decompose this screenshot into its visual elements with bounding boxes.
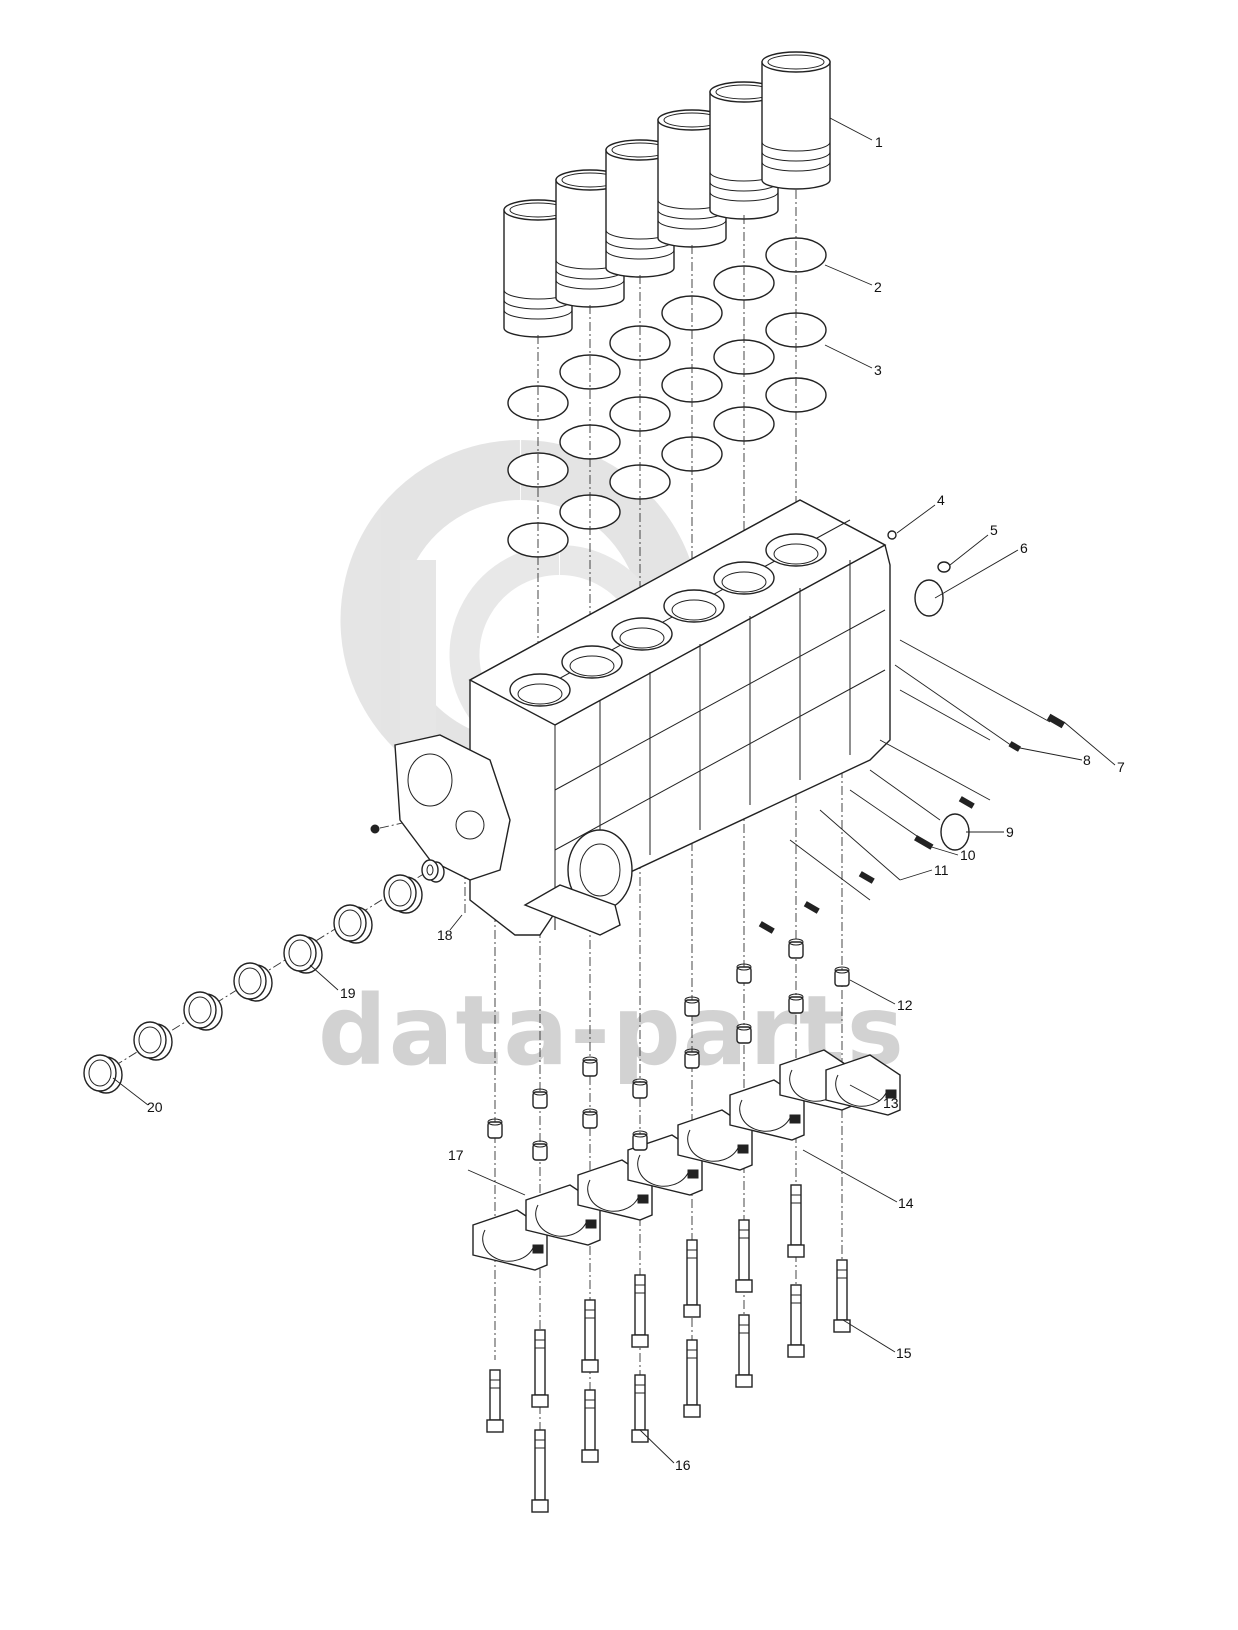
dowel-sleeve bbox=[736, 1026, 752, 1044]
bearing-bolt bbox=[631, 1374, 649, 1443]
bearing-bolt bbox=[581, 1389, 599, 1463]
cylinder-liner bbox=[503, 199, 573, 338]
o-ring bbox=[507, 452, 569, 488]
callout-9: 9 bbox=[1006, 824, 1014, 840]
dowel-sleeve bbox=[487, 1121, 503, 1139]
o-ring bbox=[559, 354, 621, 390]
callout-11: 11 bbox=[934, 862, 949, 878]
dowel-sleeve bbox=[684, 999, 700, 1017]
callout-13: 13 bbox=[883, 1095, 899, 1111]
callout-17: 17 bbox=[448, 1147, 464, 1163]
bearing-bolt bbox=[531, 1329, 549, 1408]
cylinder-bore bbox=[561, 645, 623, 679]
callout-18: 18 bbox=[437, 927, 453, 943]
leader-lines bbox=[112, 117, 1116, 1464]
callout-2: 2 bbox=[874, 279, 882, 295]
dowel-sleeve bbox=[834, 969, 850, 987]
callout-1: 1 bbox=[875, 134, 883, 150]
callout-4: 4 bbox=[937, 492, 945, 508]
dowel-sleeve bbox=[736, 966, 752, 984]
bearing-bolt bbox=[683, 1339, 701, 1418]
callout-7: 7 bbox=[1117, 759, 1125, 775]
main-bearing-caps bbox=[472, 1049, 901, 1271]
callout-3: 3 bbox=[874, 362, 882, 378]
bearing-bolt bbox=[531, 1429, 549, 1513]
dowel-sleeve bbox=[582, 1111, 598, 1129]
dowel-sleeve bbox=[632, 1081, 648, 1099]
callout-19: 19 bbox=[340, 985, 356, 1001]
callout-5: 5 bbox=[990, 522, 998, 538]
cylinder-block bbox=[394, 499, 891, 936]
callout-12: 12 bbox=[897, 997, 913, 1013]
cylinder-liners bbox=[503, 51, 831, 338]
main-bearing-cap bbox=[825, 1054, 901, 1116]
cylinder-bore bbox=[663, 589, 725, 623]
callout-20: 20 bbox=[147, 1099, 163, 1115]
bearing-bolt bbox=[833, 1259, 851, 1333]
callout-8: 8 bbox=[1083, 752, 1091, 768]
bearing-bolt bbox=[631, 1274, 649, 1348]
cylinder-liner bbox=[761, 51, 831, 190]
cylinder-bore bbox=[509, 673, 571, 707]
callout-15: 15 bbox=[896, 1345, 912, 1361]
callout-16: 16 bbox=[675, 1457, 691, 1473]
dowel-sleeve bbox=[582, 1059, 598, 1077]
bearing-bolt bbox=[581, 1299, 599, 1373]
bearing-bolt bbox=[787, 1184, 805, 1258]
main-bearing-bolts bbox=[486, 1184, 851, 1513]
callout-6: 6 bbox=[1020, 540, 1028, 556]
cylinder-liner bbox=[709, 81, 779, 220]
dowel-sleeve bbox=[632, 1133, 648, 1151]
bearing-bolt bbox=[735, 1219, 753, 1293]
camshaft-bushings bbox=[83, 859, 445, 1094]
bearing-bolt bbox=[486, 1369, 504, 1433]
callout-10: 10 bbox=[960, 847, 976, 863]
cylinder-bore bbox=[713, 561, 775, 595]
dowel-sleeve bbox=[684, 1051, 700, 1069]
dowel-sleeve bbox=[532, 1091, 548, 1109]
dowel-sleeves bbox=[487, 938, 850, 1161]
callout-14: 14 bbox=[898, 1195, 914, 1211]
callout-numbers: 1 2 3 4 5 6 7 8 9 10 11 12 13 14 15 16 1… bbox=[147, 134, 1125, 1473]
dowel-sleeve bbox=[532, 1143, 548, 1161]
dowel-sleeve bbox=[788, 941, 804, 959]
dowel-sleeve bbox=[788, 996, 804, 1014]
cylinder-bore bbox=[765, 533, 827, 567]
cylinder-bore bbox=[611, 617, 673, 651]
plugs-and-fittings bbox=[370, 530, 1066, 934]
bearing-bolt bbox=[787, 1284, 805, 1358]
bearing-bolt bbox=[683, 1239, 701, 1318]
bearing-bolt bbox=[735, 1314, 753, 1388]
cylinder-liner bbox=[605, 139, 675, 278]
